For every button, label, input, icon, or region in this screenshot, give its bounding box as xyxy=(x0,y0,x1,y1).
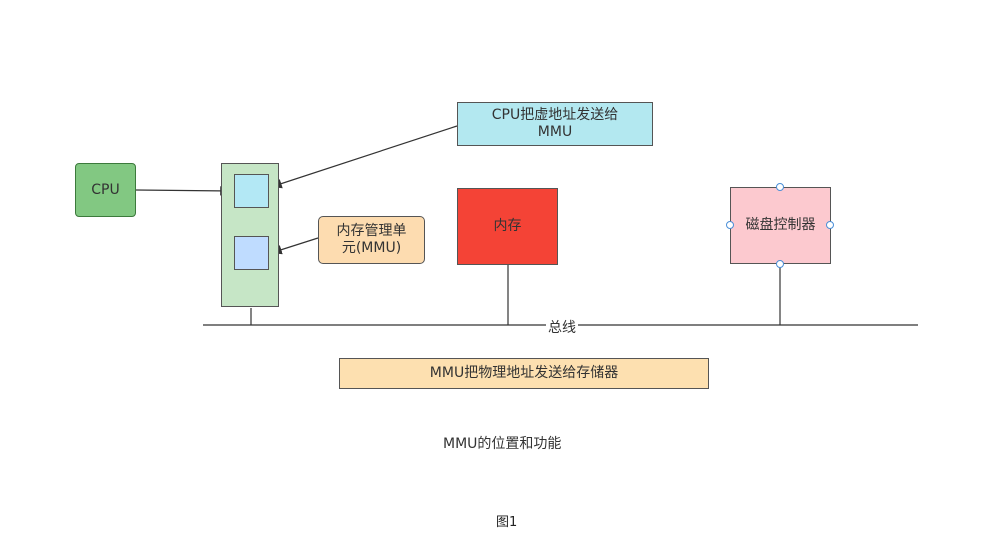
cpu-to-mmu-arrow xyxy=(135,186,232,196)
disk-controller-label: 磁盘控制器 xyxy=(745,217,816,233)
mmu-top-unit[interactable] xyxy=(234,174,269,208)
cpu-node[interactable]: CPU xyxy=(75,163,136,217)
mmu-physical-address-note-text: MMU把物理地址发送给存储器 xyxy=(429,365,619,381)
note-to-mmu-arrow xyxy=(270,125,458,189)
disk-controller-handle-bottom[interactable] xyxy=(776,260,784,268)
mmu-bottom-unit[interactable] xyxy=(234,236,269,270)
disk-controller-handle-right[interactable] xyxy=(826,221,834,229)
disk-controller-handle-left[interactable] xyxy=(726,221,734,229)
disk-controller-node[interactable]: 磁盘控制器 xyxy=(730,187,831,264)
figure-label: 图1 xyxy=(496,515,518,530)
bus-label: 总线 xyxy=(546,317,578,337)
diagram-caption: MMU的位置和功能 xyxy=(443,436,562,452)
memory-label: 内存 xyxy=(493,218,522,234)
mmu-unit-label-text: 内存管理单元(MMU) xyxy=(336,223,407,256)
mmu-unit-label[interactable]: 内存管理单元(MMU) xyxy=(318,216,425,264)
memory-node[interactable]: 内存 xyxy=(457,188,558,265)
mmu-virtual-address-note[interactable]: CPU把虚地址发送给MMU xyxy=(457,102,653,146)
mmu-virtual-address-note-text: CPU把虚地址发送给MMU xyxy=(491,107,619,140)
mmu-physical-address-note[interactable]: MMU把物理地址发送给存储器 xyxy=(339,358,709,389)
disk-controller-handle-top[interactable] xyxy=(776,183,784,191)
cpu-label: CPU xyxy=(91,181,120,198)
